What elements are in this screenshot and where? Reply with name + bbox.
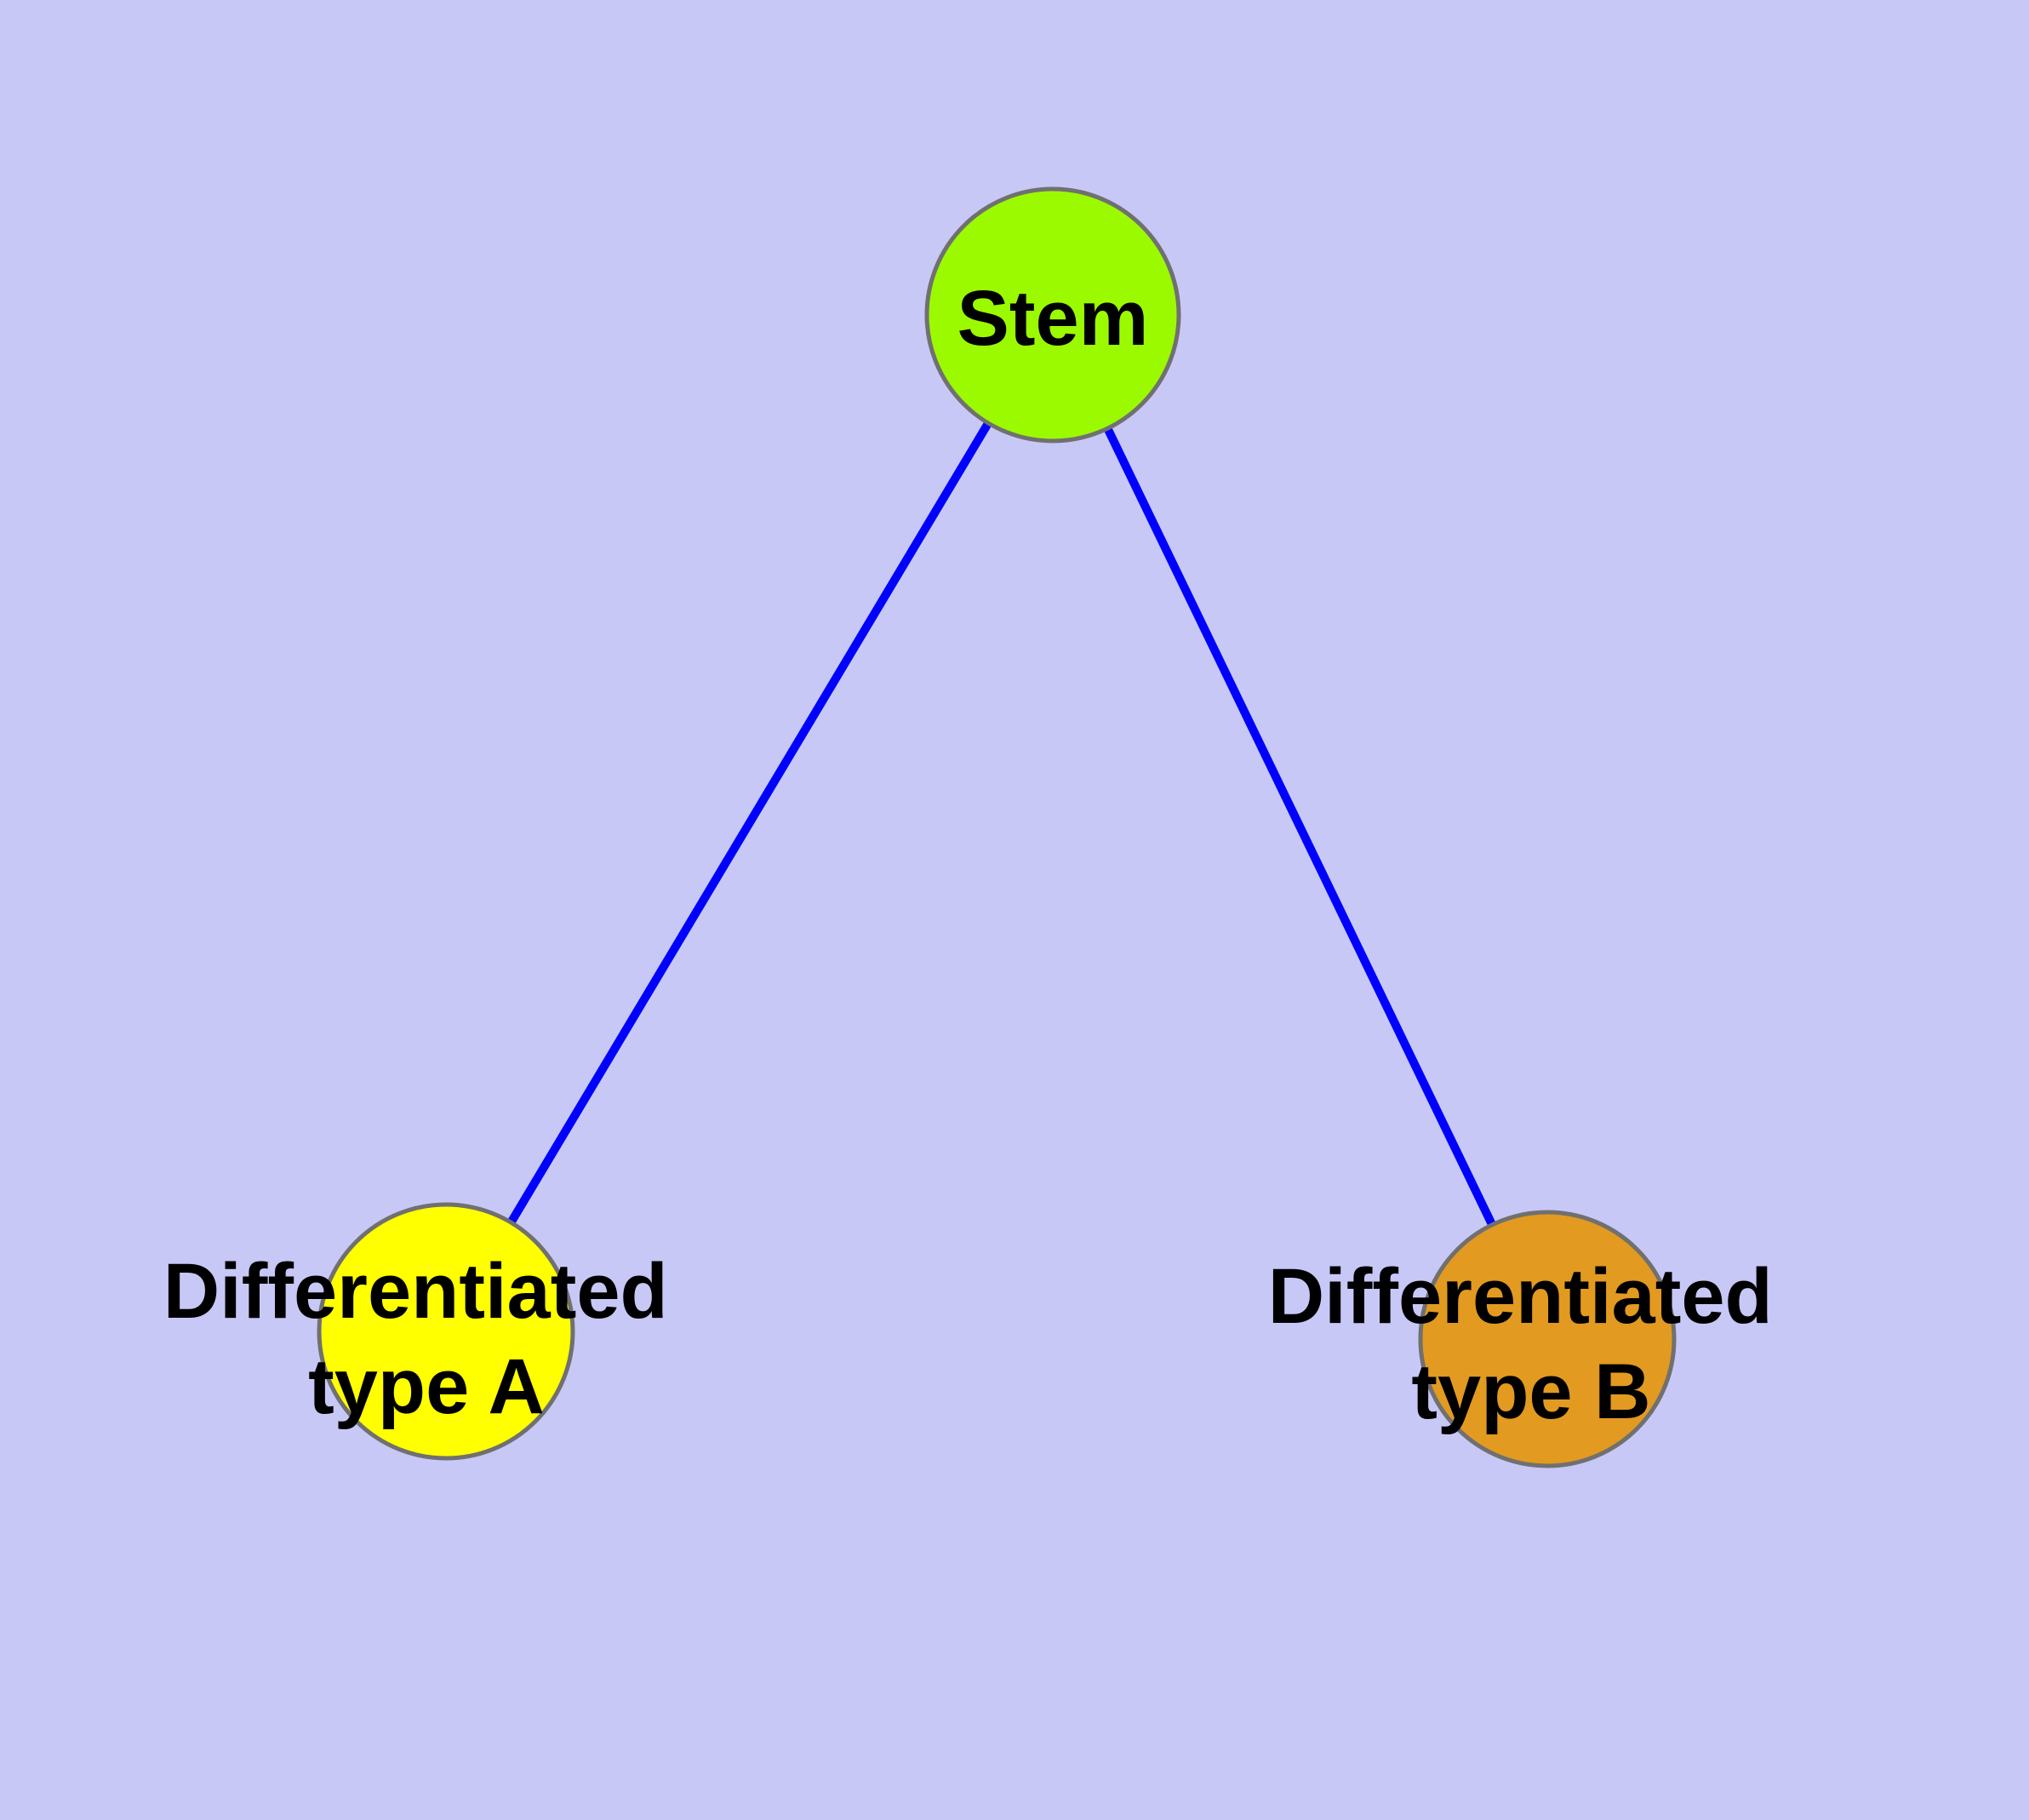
node-type-b-label-line1: Differentiated — [1268, 1253, 1773, 1340]
node-differentiated-type-a: Differentiated type A — [163, 1202, 690, 1461]
node-stem-circle — [924, 186, 1181, 444]
node-type-b-label: Differentiated type B — [1268, 1253, 1795, 1435]
node-stem: Stem — [924, 186, 1181, 444]
node-type-a-label-line1: Differentiated — [163, 1248, 668, 1335]
node-type-a-label-line2: type A — [308, 1343, 545, 1430]
node-type-b-label-line2: type B — [1411, 1348, 1650, 1435]
node-type-a-label: Differentiated type A — [163, 1248, 690, 1430]
edge-stem-to-type-a — [442, 312, 1057, 1334]
node-stem-label: Stem — [957, 275, 1149, 362]
node-type-a-circle — [317, 1202, 575, 1461]
node-differentiated-type-b: Differentiated type B — [1268, 1210, 1795, 1468]
edge-stem-to-type-b — [1049, 312, 1552, 1342]
edge-group — [442, 312, 1552, 1342]
node-type-b-circle — [1418, 1210, 1677, 1468]
